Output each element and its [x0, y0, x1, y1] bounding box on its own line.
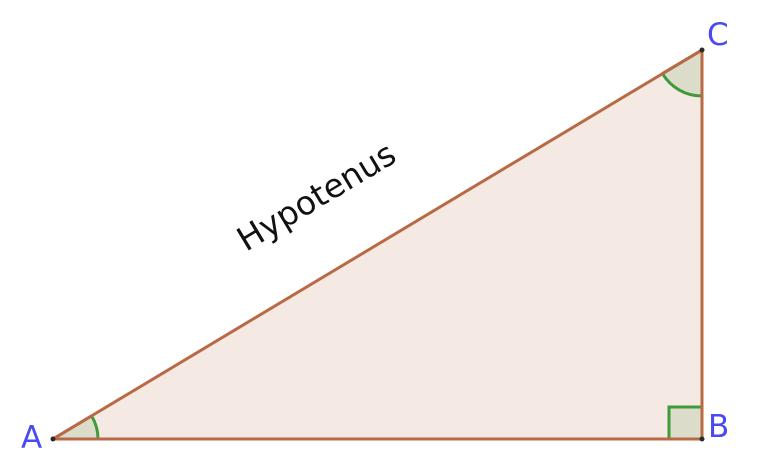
- vertex-c-point: [699, 47, 705, 53]
- angle-c-arc: [661, 72, 703, 98]
- right-angle-b-marker: [669, 407, 702, 439]
- right-angle-b-box: [667, 405, 702, 439]
- vertex-b-label: B: [708, 409, 729, 445]
- hypotenuse-side-ac: [51, 48, 704, 441]
- triangle-sides: [51, 48, 704, 441]
- vertex-b-point: [699, 436, 705, 442]
- vertex-a-label: A: [21, 420, 42, 456]
- vertex-c-label: C: [707, 17, 729, 53]
- vertex-a-point: [50, 436, 56, 442]
- hypotenuse-label: Hypotenus: [230, 134, 402, 259]
